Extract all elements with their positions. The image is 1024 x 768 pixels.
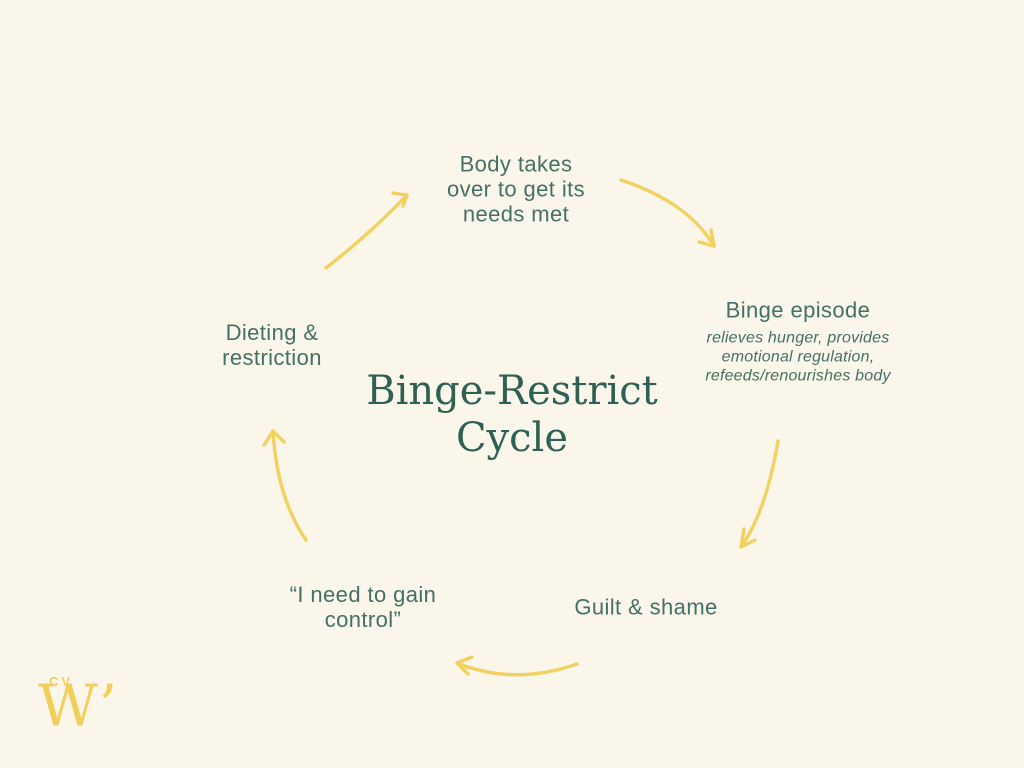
brand-logo-initials: CV <box>49 674 74 689</box>
arrow-control-to-dieting <box>262 429 308 542</box>
node-body-takes-over: Body takes over to get its needs met <box>446 151 586 227</box>
node-binge-episode-sublabel: relieves hunger, provides emotional regu… <box>705 329 891 385</box>
arrow-binge-to-guilt <box>739 439 780 549</box>
arrow-guilt-to-control <box>455 655 579 677</box>
brand-logo: CV W’ <box>38 668 118 758</box>
node-need-to-gain-control: “I need to gain control” <box>289 582 437 632</box>
brand-logo-letter: W’ <box>38 672 118 740</box>
diagram-title: Binge-Restrict Cycle <box>366 368 658 461</box>
node-guilt-shame: Guilt & shame <box>574 594 718 620</box>
node-binge-episode: Binge episode <box>725 297 871 323</box>
arrow-dieting-to-body <box>324 191 409 270</box>
arrow-body-to-binge <box>619 178 716 248</box>
node-dieting-restriction: Dieting & restriction <box>222 320 322 370</box>
